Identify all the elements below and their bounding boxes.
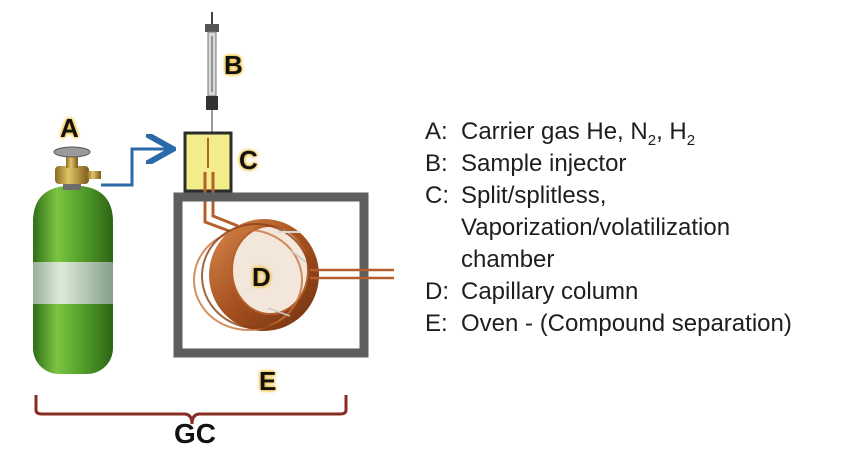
flow-arrow [101,149,170,187]
legend-key-a: A: [425,118,448,145]
valve-body [55,166,89,184]
legend-c-line3: chamber [461,246,555,273]
label-b: B [224,50,243,80]
legend: A:Carrier gas He, N2, H2 B:Sample inject… [425,116,850,340]
legend-key-d: D: [425,278,449,305]
valve-stem [66,155,78,168]
legend-e-text: Oven - (Compound separation) [461,310,792,337]
label-c: C [239,145,258,175]
legend-key-c: C: [425,182,449,209]
label-e: E [259,366,277,396]
transfer-line [203,172,233,234]
legend-c-line2: Vaporization/volatilization [461,214,731,241]
gas-cylinder [33,146,113,374]
legend-a-sub2: 2 [686,131,696,149]
legend-item-c: C: Split/splitless, [425,180,850,212]
legend-key-b: B: [425,150,448,177]
cylinder-shoulder [33,186,113,222]
legend-item-d: D: Capillary column [425,276,850,308]
label-a: A [60,113,79,143]
gc-brace [34,395,348,425]
legend-a-text: Carrier gas He, N [461,118,648,145]
valve-handwheel [53,146,91,158]
legend-item-b: B: Sample injector [425,148,850,180]
legend-c-line1: Split/splitless, [461,182,607,209]
valve-outlet [87,171,101,179]
legend-d-text: Capillary column [461,278,639,305]
syringe [205,12,219,135]
cylinder-label-band [33,262,113,304]
capillary-column [193,219,319,331]
gc-label: GC [174,418,216,449]
label-d: D [252,262,271,292]
legend-b-text: Sample injector [461,150,627,177]
legend-item-e: E: Oven - (Compound separation) [425,308,850,340]
legend-a-sub1: 2 [647,131,657,149]
oven [173,192,369,358]
legend-item-a: A:Carrier gas He, N2, H2 [425,116,850,148]
legend-key-e: E: [425,310,448,337]
legend-a-mid: , H [656,118,687,145]
cylinder-neck [63,180,81,190]
